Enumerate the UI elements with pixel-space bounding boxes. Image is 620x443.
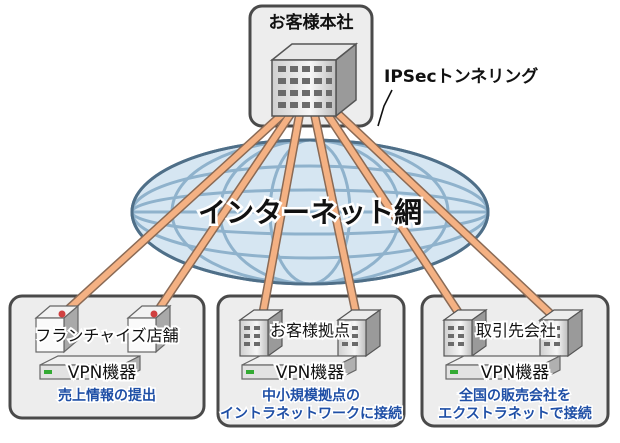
branch-description: 全国の販売会社を — [458, 387, 571, 404]
tunnel-label: IPSecトンネリング — [384, 66, 538, 87]
internet-label: インターネット網 — [198, 196, 422, 229]
branch-site-label: 取引先会社 — [476, 321, 556, 340]
branch-site-label: お客様拠点 — [270, 321, 350, 340]
vpn-device-label: VPN機器 — [481, 363, 550, 383]
branch-description: 中小規模拠点の — [262, 387, 360, 404]
branch-description: イントラネットワークに接続 — [220, 405, 402, 422]
vpn-device-label: VPN機器 — [68, 363, 137, 383]
hq-building-icon — [272, 44, 356, 116]
branch-description: エクストラネットで接続 — [438, 405, 592, 422]
branch-description: 売上情報の提出 — [58, 387, 156, 404]
branch-site-label: フランチャイズ店舗 — [35, 326, 178, 345]
tunnel-callout-line — [378, 90, 392, 126]
vpn-device-label: VPN機器 — [276, 363, 345, 383]
hq-label: お客様本社 — [269, 12, 354, 33]
